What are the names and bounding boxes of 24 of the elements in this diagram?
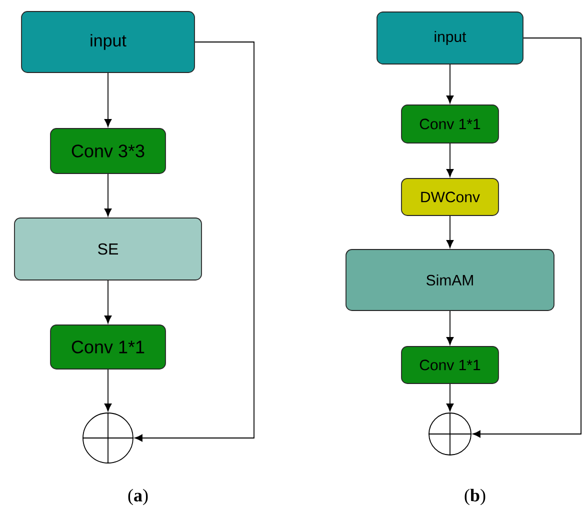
arrow bbox=[446, 384, 454, 412]
block-box: Conv 3*3 bbox=[50, 128, 166, 174]
arrow bbox=[446, 143, 454, 177]
arrow bbox=[104, 369, 112, 412]
block-box: Conv 1*1 bbox=[50, 324, 166, 370]
panel-label: (b) bbox=[464, 488, 486, 506]
arrow bbox=[104, 72, 112, 127]
block-box: Conv 1*1 bbox=[401, 346, 499, 384]
arrow bbox=[446, 64, 454, 104]
panel-label: (a) bbox=[128, 488, 148, 506]
sum-symbol bbox=[428, 412, 472, 456]
block-box: Conv 1*1 bbox=[401, 104, 499, 144]
block-box: input bbox=[21, 11, 195, 73]
block-box: SimAM bbox=[346, 249, 554, 311]
block-box: SE bbox=[14, 218, 202, 280]
sum-symbol bbox=[82, 412, 134, 464]
arrow bbox=[472, 38, 582, 438]
arrow bbox=[446, 216, 454, 248]
arrow bbox=[446, 310, 454, 345]
block-box: input bbox=[376, 12, 524, 64]
block-box: DWConv bbox=[401, 178, 499, 216]
arrow bbox=[104, 280, 112, 324]
arrow bbox=[104, 174, 112, 216]
arrow bbox=[134, 42, 254, 442]
